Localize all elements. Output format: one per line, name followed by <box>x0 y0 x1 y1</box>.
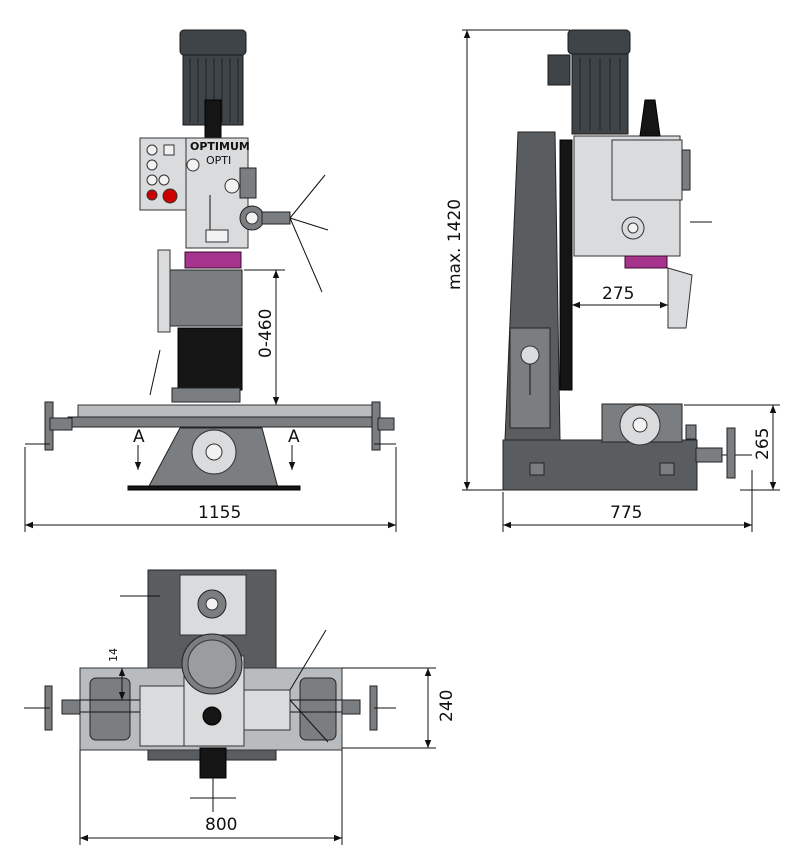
brand-label: OPTIMUM <box>190 140 250 153</box>
dim-height-text: max. 1420 <box>445 199 465 290</box>
dim-slot: 14 <box>107 648 126 700</box>
spindle-ring <box>184 251 242 269</box>
side-rack <box>559 139 573 391</box>
front-column <box>149 249 243 403</box>
dim-table-height: 265 <box>684 404 780 491</box>
dim-front-width-text: 1155 <box>198 503 241 523</box>
section-label-right: A <box>288 427 300 447</box>
side-motor <box>547 29 631 135</box>
dim-table-height-text: 265 <box>753 428 773 460</box>
section-markers: A A <box>133 427 300 470</box>
dim-top-width-text: 800 <box>205 815 237 835</box>
side-view: 275 max. 1420 265 <box>445 29 780 532</box>
top-view: 14 240 800 <box>24 569 457 845</box>
front-head: OPTIMUM OPTI <box>185 137 329 293</box>
dim-depth: 775 <box>502 470 753 532</box>
front-base <box>127 427 301 491</box>
dim-throat-text: 275 <box>602 284 634 304</box>
top-head <box>139 629 329 812</box>
dim-travel: 0-460 <box>244 269 285 405</box>
front-view: OPTIMUM OPTI <box>24 29 397 532</box>
front-table <box>25 401 396 451</box>
dim-table-depth-text: 240 <box>437 690 457 722</box>
side-head <box>573 99 712 329</box>
model-label: OPTI <box>206 154 231 167</box>
front-motor <box>179 29 247 141</box>
dim-top-width: 800 <box>79 750 343 845</box>
dim-table-depth: 240 <box>342 667 457 749</box>
side-base <box>502 403 752 491</box>
section-label-left: A <box>133 427 145 447</box>
control-panel <box>139 137 189 211</box>
dim-height: max. 1420 <box>445 29 570 491</box>
dim-travel-text: 0-460 <box>256 309 276 358</box>
dim-front-width: 1155 <box>24 447 397 532</box>
dim-slot-text: 14 <box>107 648 120 662</box>
dim-depth-text: 775 <box>610 503 642 523</box>
dim-throat: 275 <box>572 284 668 309</box>
